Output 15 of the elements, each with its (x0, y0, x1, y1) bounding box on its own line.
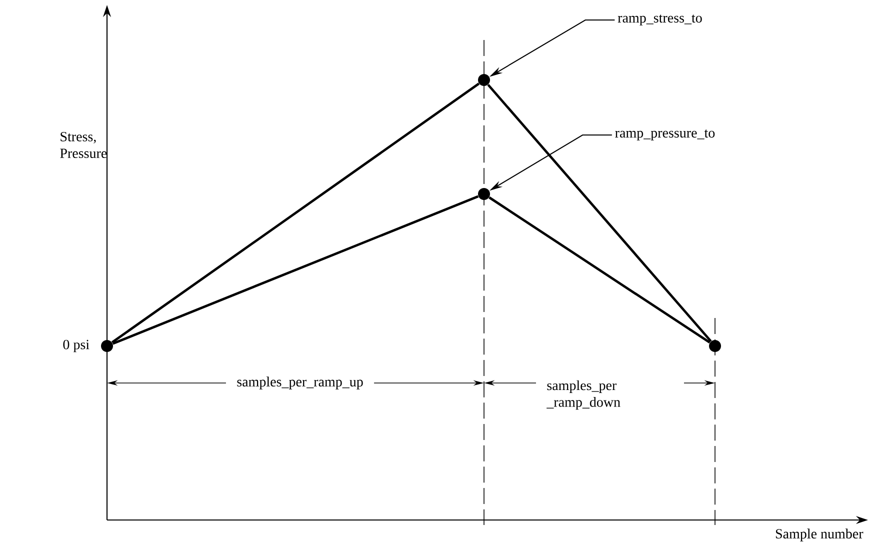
axis-label: samples_per_ramp_up (226, 372, 374, 394)
ramp-line (487, 84, 712, 342)
callout-label: ramp_stress_to (618, 14, 702, 26)
data-point (709, 340, 721, 352)
data-point (478, 188, 490, 200)
axis-label: Stress, Pressure (60, 132, 107, 158)
axis-label: samples_per _ramp_down (536, 376, 684, 414)
axis-label: Sample number (776, 528, 864, 542)
data-point (101, 340, 113, 352)
callout-label: ramp_pressure_to (615, 130, 715, 140)
data-point (478, 74, 490, 86)
axis-label: 0 psi (63, 340, 90, 352)
ramp-line (111, 82, 480, 344)
ramp-line (488, 196, 710, 344)
ramp-line (112, 195, 479, 345)
